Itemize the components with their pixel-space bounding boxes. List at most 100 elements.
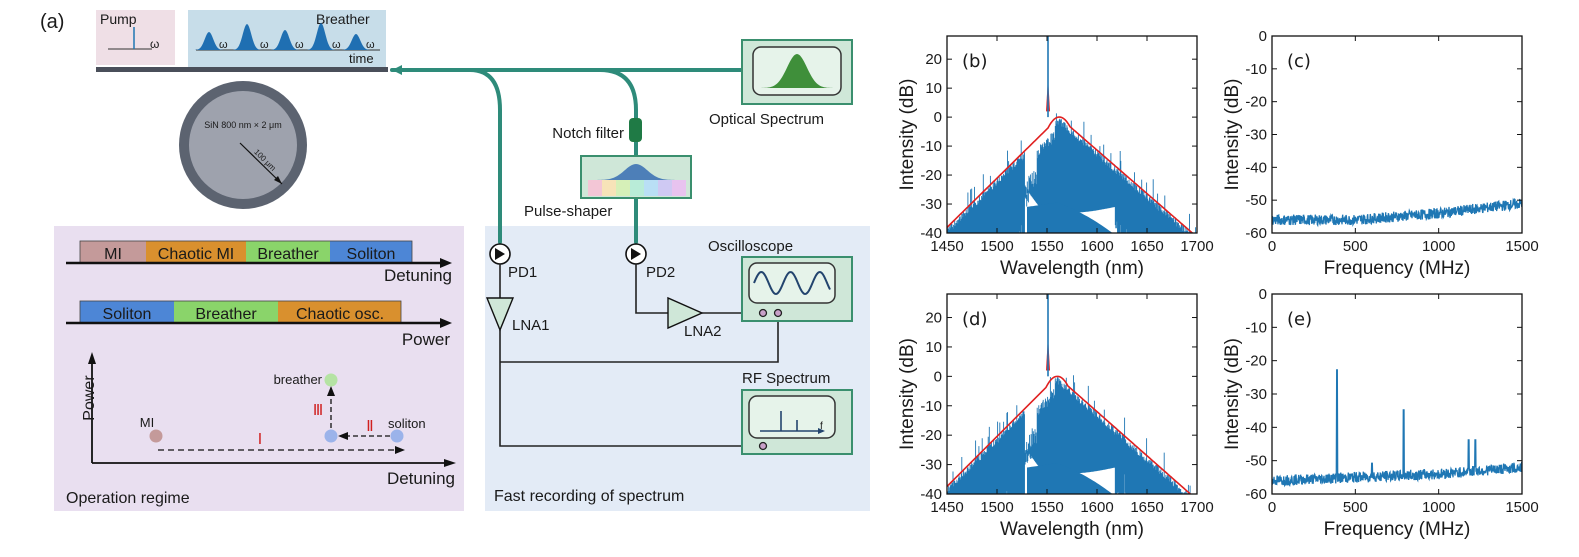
y-tick-label-c: -30: [1245, 127, 1267, 144]
shaper-pixel: [658, 180, 672, 196]
x-tick-label-b: 1550: [1030, 238, 1063, 255]
pump-box: [96, 10, 175, 65]
breather-pulse: [342, 34, 370, 50]
y-tick-label-e: -40: [1245, 419, 1267, 436]
y-tick-label-b: 10: [925, 80, 942, 97]
path-step-3-arrowhead: [327, 386, 335, 396]
oscilloscope-label: Oscilloscope: [708, 238, 793, 255]
pump-label: Pump: [100, 11, 137, 27]
y-tick-label-e: -50: [1245, 453, 1267, 470]
oscilloscope-trace: [753, 270, 831, 296]
power-bar-label: Power: [402, 330, 451, 349]
path-step-1-arrowhead: [395, 446, 405, 454]
spectrum-fill-d: [1027, 463, 1137, 494]
chart-frame-d: [946, 293, 1198, 495]
y-tick-label-e: -60: [1245, 486, 1267, 503]
x-tick-label-b: 1650: [1130, 238, 1163, 255]
y-tick-label-d: 10: [925, 339, 942, 356]
rf-screen-arrowhead: [818, 428, 825, 434]
breather-label: Breather: [316, 11, 370, 27]
fiber-arrowhead: [392, 65, 402, 75]
point-soliton-label: soliton: [388, 416, 426, 431]
rf-spectrum-label: RF Spectrum: [742, 370, 830, 387]
regime-breather: [246, 241, 330, 263]
radius-arrow: [239, 142, 283, 185]
step-3-label: Ⅲ: [313, 402, 323, 419]
x-tick-label-c: 1500: [1505, 238, 1538, 255]
y-tick-label-c: -60: [1245, 225, 1267, 242]
power-bar-arrowhead: [440, 318, 452, 328]
x-tick-label-d: 1500: [980, 499, 1013, 516]
spectrum-envelope-d: [947, 375, 1192, 494]
x-tick-label-d: 1600: [1080, 499, 1113, 516]
pulse-shaper-label: Pulse-shaper: [524, 203, 612, 220]
x-tick-label-b: 1450: [930, 238, 963, 255]
rf-port: [758, 441, 768, 451]
x-tick-label-c: 0: [1268, 238, 1276, 255]
regime-breather-label: Breather: [257, 246, 319, 263]
x-tick-label-d: 1450: [930, 499, 963, 516]
breather-pulse: [307, 23, 335, 50]
y-tick-label-b: -20: [920, 167, 942, 184]
y-tick-label-c: -10: [1245, 61, 1267, 78]
shaper-pixel: [630, 180, 644, 196]
chart-frame-b: [946, 35, 1198, 234]
point-breather-label: breather: [274, 372, 323, 387]
phase-detuning-label: Detuning: [387, 469, 455, 488]
power-regime-soliton-label: Soliton: [103, 306, 152, 323]
shaper-pixel: [672, 180, 686, 196]
time-label: time: [349, 51, 374, 66]
y-tick-label-b: 0: [934, 109, 942, 126]
spectrum-comb-d: [947, 375, 1191, 494]
power-regime-soliton: [80, 301, 174, 323]
detuning-bar-arrowhead: [440, 258, 452, 268]
power-regime-chaotic-label: Chaotic osc.: [296, 306, 384, 323]
y-axis-label-c: Intensity (dB): [1222, 79, 1243, 191]
y-tick-label-c: -50: [1245, 192, 1267, 209]
breather-pulse: [271, 30, 299, 50]
x-tick-label-b: 1700: [1180, 238, 1213, 255]
pd2-label: PD2: [646, 264, 675, 281]
shaper-pixel: [644, 180, 658, 196]
optical-spectrum-label: Optical Spectrum: [709, 111, 824, 128]
x-tick-label-d: 1650: [1130, 499, 1163, 516]
oscilloscope-port-2: [773, 308, 783, 318]
pulse-shaper-trace: [588, 164, 686, 180]
lna2: [667, 296, 704, 330]
breather-pulses: [195, 23, 370, 50]
y-tick-label-b: -40: [920, 225, 942, 242]
x-tick-label-e: 1500: [1505, 499, 1538, 516]
phase-power-label: Power: [81, 375, 98, 421]
y-tick-label-b: 20: [925, 51, 942, 68]
notch-filter: [629, 118, 642, 142]
x-tick-label-b: 1600: [1080, 238, 1113, 255]
point-mi: [149, 429, 163, 443]
y-tick-label-d: 20: [925, 310, 942, 327]
y-tick-label-e: -30: [1245, 386, 1267, 403]
regime-mi-label: MI: [104, 246, 122, 263]
regime-soliton-label: Soliton: [347, 246, 396, 263]
regime-chaotic-mi: [146, 241, 246, 263]
x-axis-label-e: Frequency (MHz): [1324, 519, 1471, 540]
y-tick-label-b: -10: [920, 138, 942, 155]
y-tick-label-d: 0: [934, 368, 942, 385]
plot-area-c: [1272, 197, 1522, 228]
breather-omega-1: ω: [219, 39, 228, 51]
pd2-icon: [631, 248, 641, 260]
lna1-label: LNA1: [512, 317, 550, 334]
x-tick-label-c: 500: [1343, 238, 1368, 255]
x-tick-label-c: 1000: [1422, 238, 1455, 255]
panel-label-d: (d): [962, 309, 987, 330]
power-regime-breather: [174, 301, 278, 323]
x-axis-label-c: Frequency (MHz): [1324, 258, 1471, 279]
x-tick-label-b: 1500: [980, 238, 1013, 255]
regime-chaotic-mi-label: Chaotic MI: [158, 246, 234, 263]
pump-omega: ω: [150, 37, 159, 51]
detuning-bar-label: Detuning: [384, 266, 452, 285]
breather-pulse: [195, 32, 223, 50]
point-mi-label: MI: [140, 415, 154, 430]
y-tick-label-c: -40: [1245, 159, 1267, 176]
step-2-label: Ⅱ: [366, 418, 373, 435]
rf-screen-trace: [760, 411, 823, 432]
